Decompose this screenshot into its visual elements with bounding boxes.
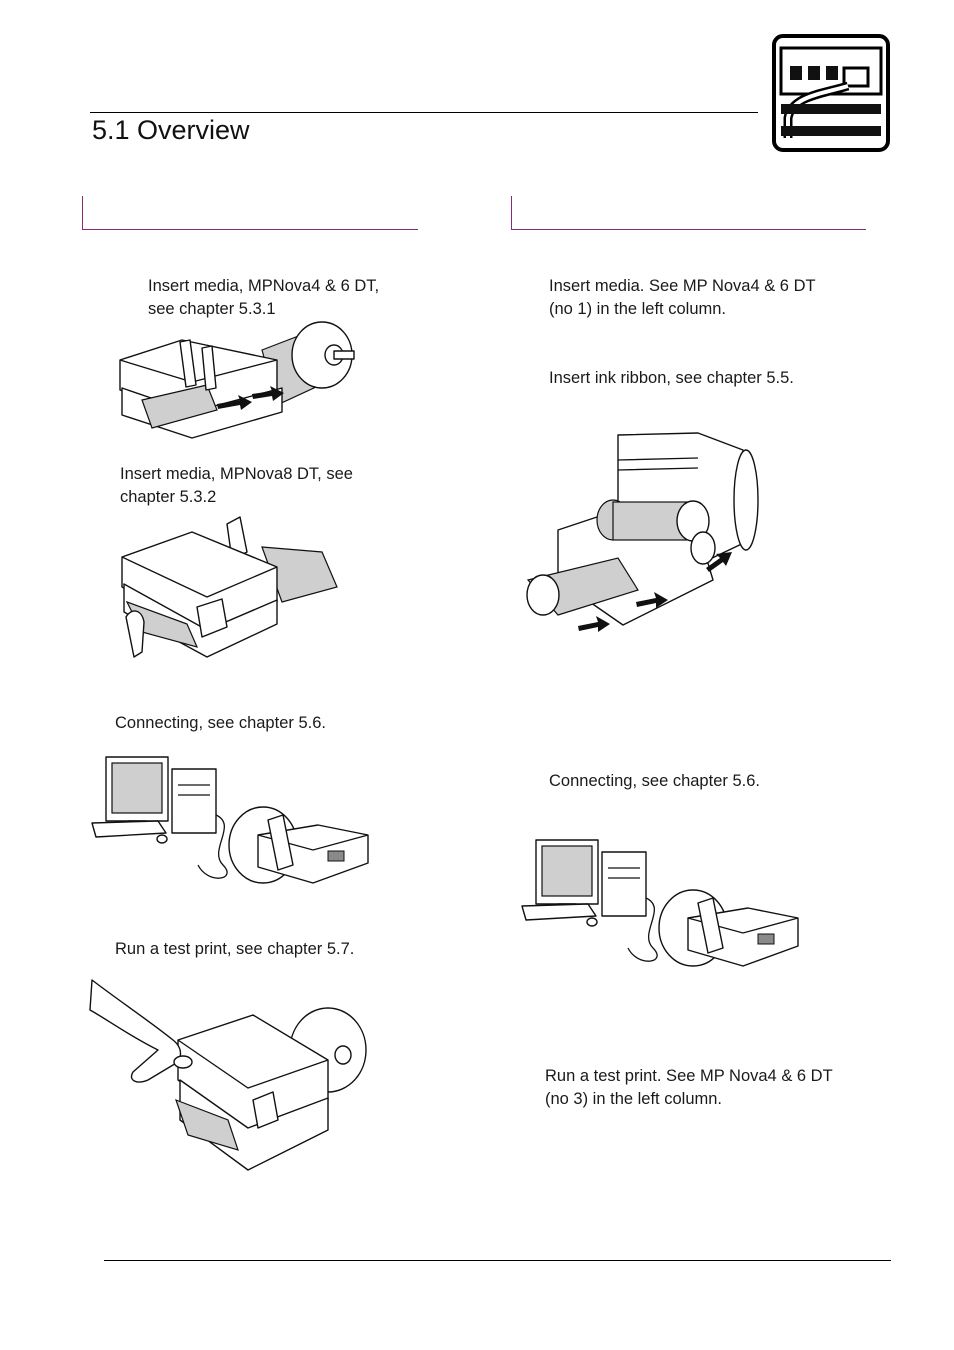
computer-connection-illustration-right <box>521 839 799 967</box>
interface-connector-icon <box>772 34 890 152</box>
printer-ink-ribbon-illustration <box>526 432 759 632</box>
left-step-3-text: Connecting, see chapter 5.6. <box>115 714 326 732</box>
footer-rule <box>104 1260 891 1261</box>
right-step-4-text: Run a test print. See MP Nova4 & 6 DT (n… <box>545 1067 833 1108</box>
left-column-header <box>82 196 418 230</box>
left-step-2-text: Insert media, MPNova8 DT, see chapter 5.… <box>120 465 353 506</box>
right-step-1-text: Insert media. See MP Nova4 & 6 DT (no 1)… <box>549 277 816 318</box>
right-step-3-text: Connecting, see chapter 5.6. <box>549 772 760 790</box>
left-step-4-text: Run a test print, see chapter 5.7. <box>115 940 355 958</box>
right-column-header <box>511 196 866 230</box>
computer-connection-illustration-left <box>91 756 369 884</box>
right-step-2-text: Insert ink ribbon, see chapter 5.5. <box>549 369 794 387</box>
left-step-1-text: Insert media, MPNova4 & 6 DT, see chapte… <box>148 277 380 318</box>
printer-mpnova8-media-illustration <box>121 516 338 658</box>
header-rule <box>90 112 758 113</box>
printer-test-print-illustration <box>89 979 367 1171</box>
printer-insert-media-illustration <box>119 321 355 439</box>
page-title: 5.1 Overview <box>92 115 250 145</box>
